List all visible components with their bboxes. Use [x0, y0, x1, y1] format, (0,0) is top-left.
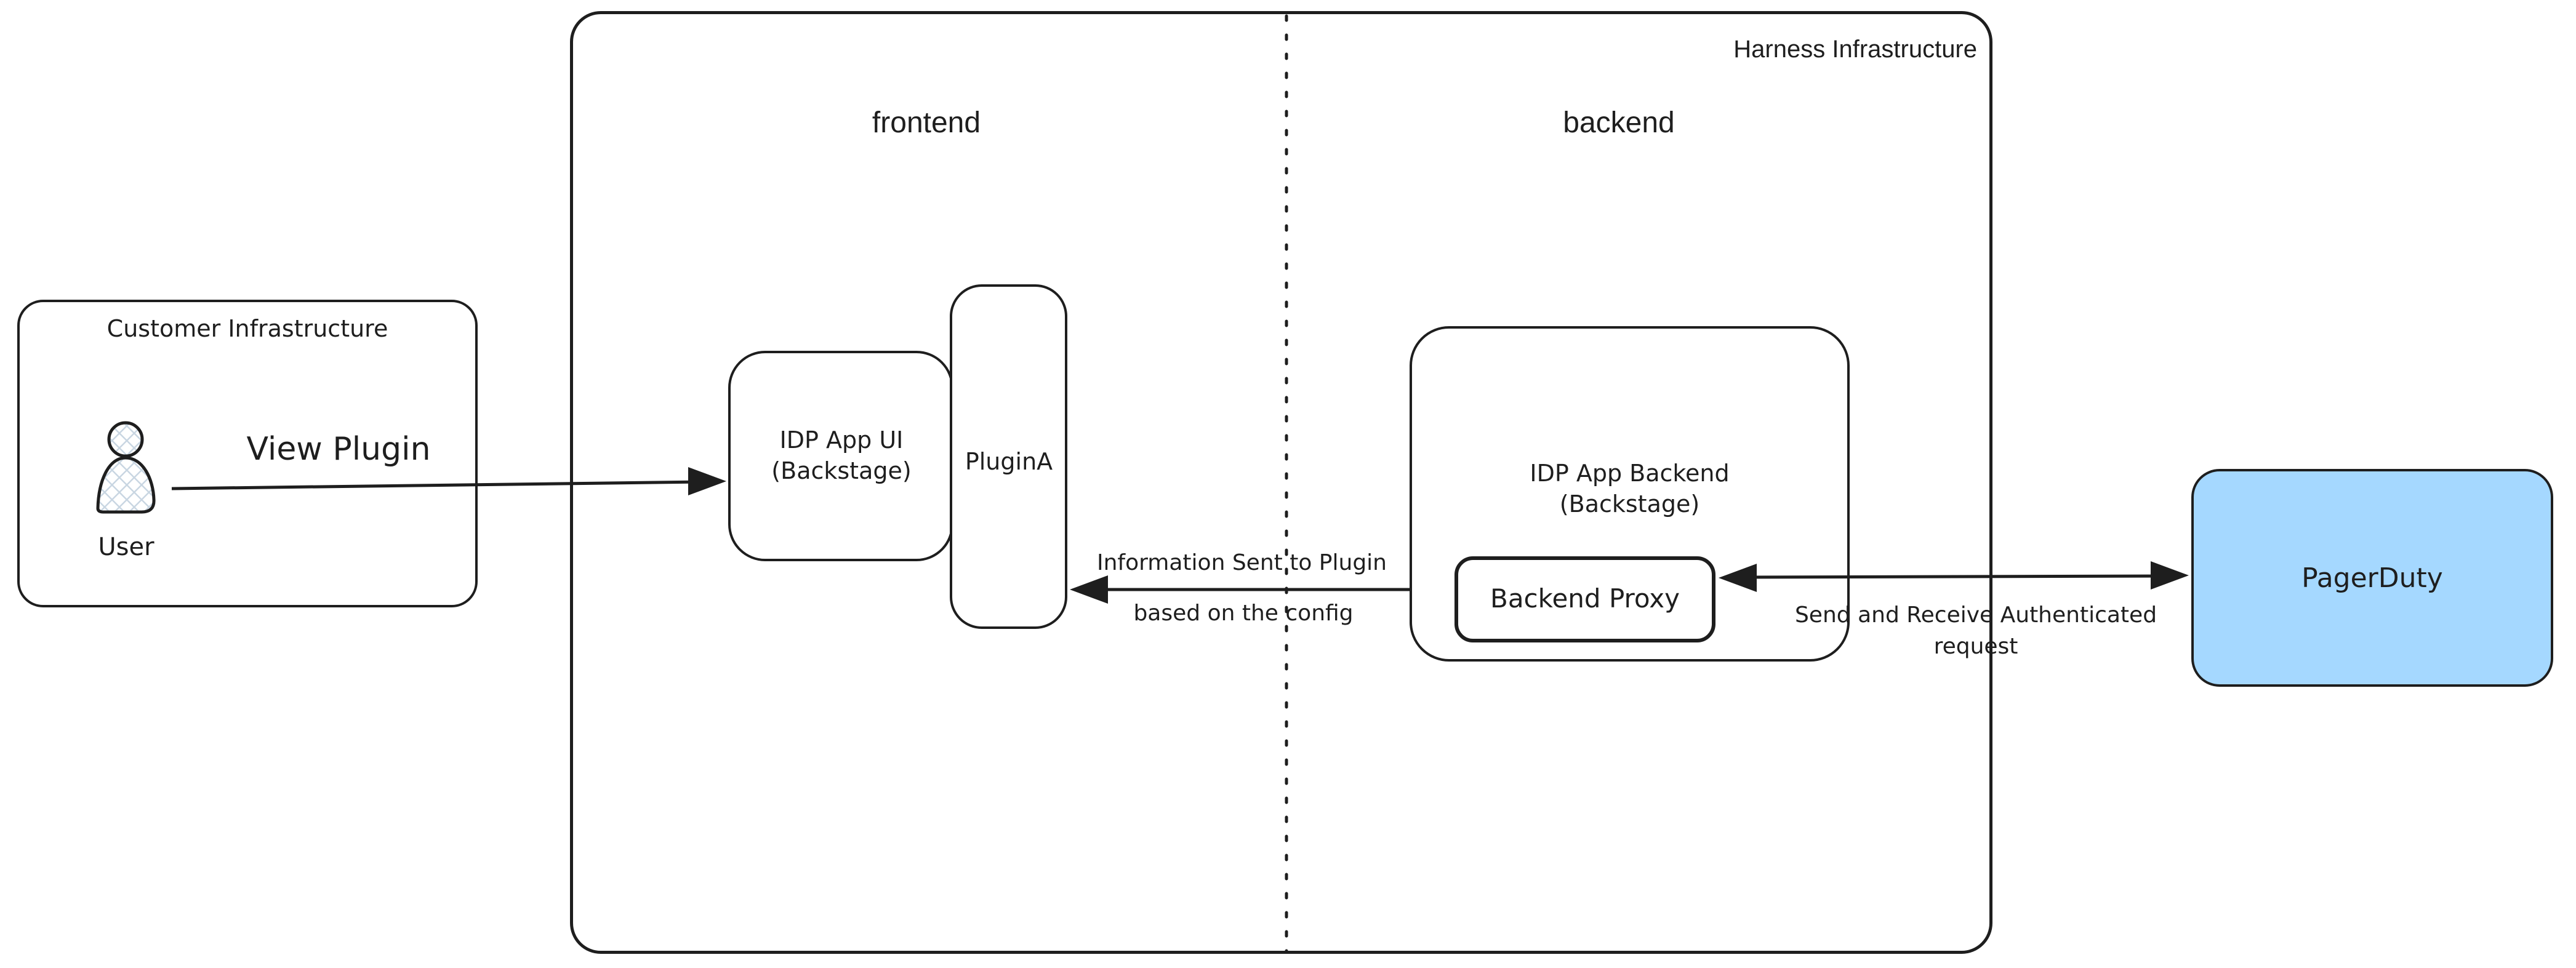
authenticated-request-line2: request: [1933, 634, 2018, 660]
backend-proxy-label: Backend Proxy: [1490, 583, 1680, 614]
pagerduty-label: PagerDuty: [2301, 562, 2443, 594]
user-label: User: [98, 533, 154, 561]
idp-app-backend-line2: (Backstage): [1559, 490, 1700, 518]
user-icon: [96, 421, 156, 514]
plugin-a-label: PluginA: [965, 448, 1053, 475]
idp-app-backend-line1: IDP App Backend: [1530, 460, 1730, 487]
backend-proxy-box: [1455, 556, 1715, 642]
user-head: [107, 421, 144, 458]
authenticated-request-line1: Send and Receive Authenticated: [1794, 602, 2157, 628]
user-body: [96, 456, 156, 514]
view-plugin-arrow-label: View Plugin: [246, 431, 431, 468]
information-arrow-label-line2: based on the config: [1133, 601, 1354, 626]
idp-app-ui-label: IDP App UI (Backstage): [730, 425, 953, 486]
backend-label: backend: [1563, 106, 1675, 139]
information-arrow: [1070, 575, 1410, 604]
customer-infrastructure-box: [17, 300, 478, 607]
information-arrow-label-line1: Information Sent to Plugin: [1097, 550, 1387, 575]
idp-app-backend-label: IDP App Backend (Backstage): [1410, 458, 1850, 519]
idp-app-backend-box: [1410, 326, 1850, 662]
plugin-a-box: [950, 284, 1067, 629]
authenticated-request-arrow: [1719, 561, 2189, 592]
idp-app-ui-line2: (Backstage): [771, 457, 912, 485]
pagerduty-box: [2191, 469, 2553, 687]
customer-infrastructure-label: Customer Infrastructure: [106, 315, 388, 342]
authenticated-request-label: Send and Receive Authenticated request: [1779, 599, 2173, 662]
view-plugin-arrow: [171, 467, 726, 495]
frontend-label: frontend: [872, 106, 981, 139]
idp-app-ui-line1: IDP App UI: [779, 426, 904, 454]
harness-infrastructure-label: Harness Infrastructure: [1733, 36, 1977, 63]
